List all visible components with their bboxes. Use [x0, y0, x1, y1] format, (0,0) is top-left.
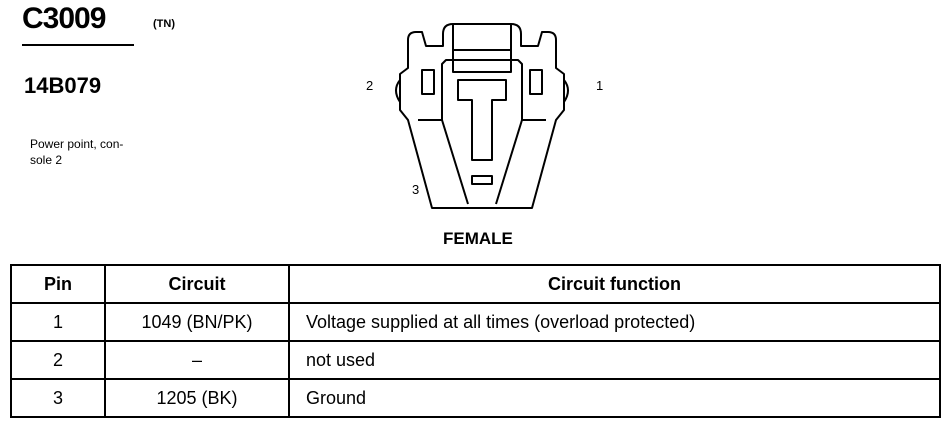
row-circuit: 1205 (BK)	[104, 378, 290, 418]
t-terminal	[457, 79, 507, 161]
table-header-row: Pin Circuit Circuit function	[10, 264, 941, 304]
table-row: 1 1049 (BN/PK) Voltage supplied at all t…	[10, 302, 941, 342]
connector-id: C3009	[22, 2, 106, 35]
header-pin: Pin	[10, 264, 106, 304]
table-row: 2 – not used	[10, 340, 941, 380]
pin-label-2: 2	[366, 78, 373, 93]
connector-shell	[399, 23, 565, 209]
right-ear	[563, 79, 569, 103]
connector-face-diagram: 2 1 3	[366, 23, 603, 209]
row-pin: 2	[10, 340, 106, 380]
header-circuit: Circuit	[104, 264, 290, 304]
pin-3-slot	[471, 175, 493, 185]
left-ear	[395, 79, 401, 103]
pin-2-window	[421, 69, 435, 95]
row-circuit: 1049 (BN/PK)	[104, 302, 290, 342]
connector-latch	[452, 24, 512, 73]
pin-label-3: 3	[412, 182, 419, 197]
row-function: Ground	[288, 378, 941, 418]
row-pin: 1	[10, 302, 106, 342]
pin-label-1: 1	[596, 78, 603, 93]
connector-gender-label: FEMALE	[443, 229, 513, 248]
connector-id-underline	[22, 44, 134, 46]
row-circuit: –	[104, 340, 290, 380]
connector-tag: (TN)	[153, 18, 175, 30]
row-pin: 3	[10, 378, 106, 418]
part-number: 14B079	[24, 73, 102, 98]
pinout-table: Pin Circuit Circuit function 1 1049 (BN/…	[10, 264, 941, 418]
row-function: not used	[288, 340, 941, 380]
inner-channel	[418, 59, 546, 121]
table-row: 3 1205 (BK) Ground	[10, 378, 941, 418]
pin-1-window	[529, 69, 543, 95]
row-function: Voltage supplied at all times (overload …	[288, 302, 941, 342]
header-circuit-function: Circuit function	[288, 264, 941, 304]
connector-description: Power point, con- sole 2	[30, 137, 124, 167]
